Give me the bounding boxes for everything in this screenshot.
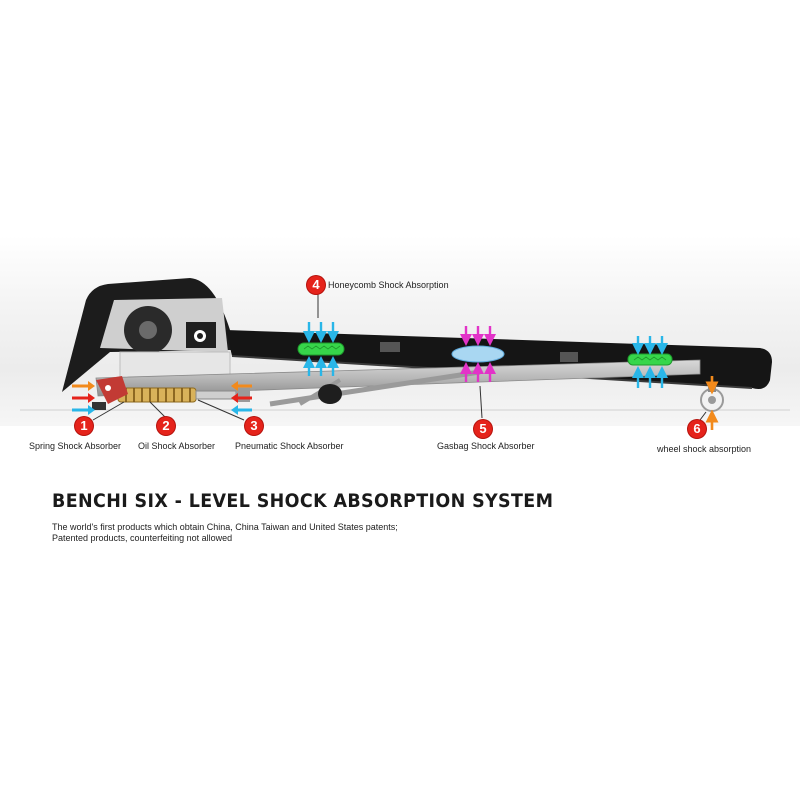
- gasbag-shock-label: Gasbag Shock Absorber: [437, 441, 535, 451]
- support-strut: [269, 369, 481, 407]
- callout-5-badge: 5: [474, 420, 492, 438]
- gasbag-arrows: [460, 326, 496, 382]
- callout-1-badge: 1: [75, 417, 93, 435]
- gasbag: [451, 345, 505, 363]
- honeycomb-shock-label: Honeycomb Shock Absorption: [328, 280, 449, 290]
- callout-3-badge: 3: [245, 417, 263, 435]
- callout-2-badge: 2: [157, 417, 175, 435]
- spring-shock: [117, 387, 197, 403]
- subtext-line-2: Patented products, counterfeiting not al…: [52, 533, 233, 543]
- rear-bracket: [96, 376, 128, 404]
- rear-left-arrows: [72, 381, 95, 415]
- leader-lines: [92, 292, 707, 421]
- pneumatic-shock-label: Pneumatic Shock Absorber: [235, 441, 344, 451]
- honeycomb-pad-1: [297, 342, 345, 356]
- callout-4-badge: 4: [307, 276, 325, 294]
- wheel-shock-label: wheel shock absorption: [657, 444, 752, 454]
- oil-shock-rod: [195, 390, 237, 400]
- callout-6-badge: 6: [688, 420, 706, 438]
- spring-shock-label: Spring Shock Absorber: [29, 441, 122, 451]
- subtext-line-1: The world's first products which obtain …: [52, 522, 398, 532]
- rear-right-arrows: [231, 381, 252, 415]
- honeycomb-1-arrows: [303, 322, 339, 376]
- headline: BENCHI SIX - LEVEL SHOCK ABSORPTION SYST…: [52, 490, 554, 512]
- oil-shock-label: Oil Shock Absorber: [138, 441, 216, 451]
- honeycomb-2-arrows: [632, 336, 668, 388]
